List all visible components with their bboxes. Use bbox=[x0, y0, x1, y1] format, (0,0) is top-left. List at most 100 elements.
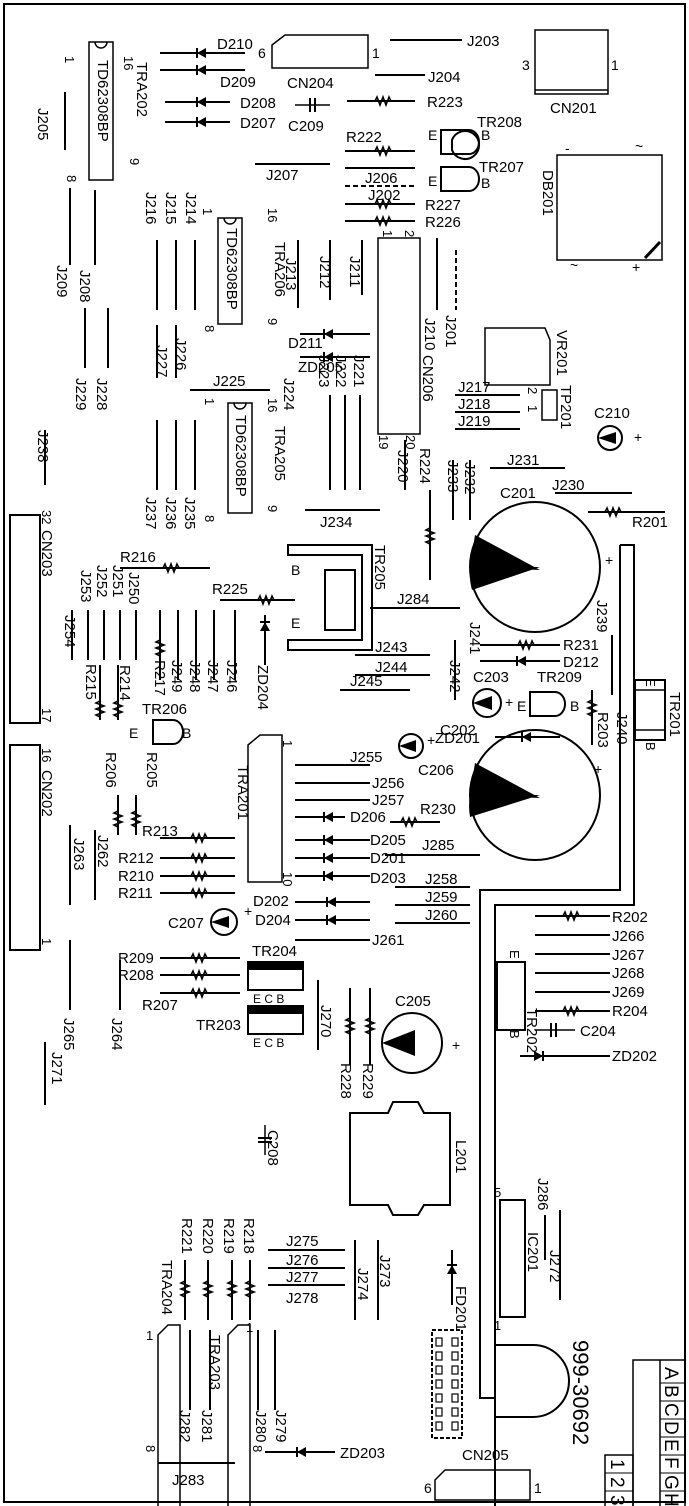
label-j207: J207 bbox=[266, 167, 299, 184]
pin-label: 2 bbox=[525, 387, 540, 394]
pin-label: 6 bbox=[424, 1480, 432, 1496]
label-c204: C204 bbox=[580, 1023, 616, 1040]
pin-label: 17 bbox=[39, 708, 54, 722]
label-j283: J283 bbox=[172, 1472, 205, 1489]
label-j206: J206 bbox=[365, 170, 398, 187]
label-zd203: ZD203 bbox=[340, 1445, 385, 1462]
pin-label: 20 bbox=[403, 435, 418, 449]
grid-letter: H bbox=[660, 1493, 681, 1506]
pin-label: 1 bbox=[202, 398, 217, 405]
label-tr207: TR207 bbox=[479, 159, 524, 176]
pin-label: + bbox=[594, 761, 602, 777]
pin-label: 1 bbox=[62, 56, 77, 63]
pin-label: 8 bbox=[64, 175, 79, 182]
pin-label: E bbox=[507, 950, 522, 959]
grid-letter: C bbox=[660, 1403, 681, 1417]
label-j209: J209 bbox=[53, 265, 70, 298]
label-j270: J270 bbox=[317, 1005, 334, 1038]
grid-number: 2 bbox=[606, 1477, 627, 1488]
label-j203: J203 bbox=[467, 33, 500, 50]
label-j213: J213 bbox=[282, 258, 299, 291]
label-j225: J225 bbox=[213, 373, 246, 390]
label-j222: J222 bbox=[332, 355, 349, 388]
ic-tra206-part: TD62308BP bbox=[223, 228, 240, 310]
board-id: 999-30692 bbox=[568, 1340, 593, 1445]
label-j258: J258 bbox=[425, 871, 458, 888]
label-j242: J242 bbox=[446, 660, 463, 693]
label-j278: J278 bbox=[286, 1290, 319, 1307]
label-j208: J208 bbox=[76, 270, 93, 303]
label-r205: R205 bbox=[143, 752, 160, 788]
pin-label: 1 bbox=[534, 1480, 542, 1496]
label-j275: J275 bbox=[286, 1233, 319, 1250]
pin-label: 1 bbox=[146, 1328, 153, 1343]
label-j239: J239 bbox=[593, 600, 610, 633]
label-r228: R228 bbox=[337, 1063, 354, 1099]
label-j276: J276 bbox=[286, 1252, 319, 1269]
pin-label: + bbox=[427, 732, 435, 748]
label-r203: R203 bbox=[594, 712, 611, 748]
label-j205: J205 bbox=[34, 108, 51, 141]
label-j232: J232 bbox=[461, 462, 478, 495]
label-j280: J280 bbox=[252, 1410, 269, 1443]
label-j220: J220 bbox=[394, 450, 411, 483]
label-j238: J238 bbox=[34, 430, 51, 463]
label-j228: J228 bbox=[93, 378, 110, 411]
pin-label: 8 bbox=[202, 325, 217, 332]
label-r223: R223 bbox=[427, 94, 463, 111]
label-j285: J285 bbox=[422, 837, 455, 854]
grid-letter: B bbox=[660, 1385, 681, 1398]
label-d201: D201 bbox=[370, 850, 406, 867]
ic-tra202-body bbox=[88, 41, 114, 181]
label-j244: J244 bbox=[375, 659, 408, 676]
label-c210: C210 bbox=[594, 405, 630, 422]
label-j224: J224 bbox=[280, 378, 297, 411]
grid-letter: E bbox=[660, 1439, 681, 1452]
label-j216: J216 bbox=[142, 192, 159, 225]
label-r211: R211 bbox=[118, 885, 153, 902]
label-r226: R226 bbox=[425, 214, 461, 231]
ic-tra204-body bbox=[157, 1324, 181, 1506]
sensor-dome bbox=[495, 1344, 570, 1418]
label-j281: J281 bbox=[198, 1410, 215, 1443]
pin-label: 1 bbox=[380, 230, 395, 237]
ic-tra203-body bbox=[227, 1324, 251, 1506]
pin-label: 9 bbox=[127, 158, 142, 165]
label-d212: D212 bbox=[563, 654, 599, 671]
label-j229: J229 bbox=[72, 378, 89, 411]
label-j248: J248 bbox=[186, 660, 203, 693]
label-d203: D203 bbox=[370, 870, 406, 887]
label-j231: J231 bbox=[507, 452, 540, 469]
label-j260: J260 bbox=[425, 907, 458, 924]
pin-label: 8 bbox=[250, 1445, 265, 1452]
label-j210: J210 bbox=[421, 318, 438, 351]
grid-number: 3 bbox=[606, 1495, 627, 1506]
pin-label: 1 bbox=[200, 208, 215, 215]
label-r208: R208 bbox=[118, 967, 154, 984]
connector-cn203 bbox=[9, 514, 41, 724]
label-j267: J267 bbox=[612, 947, 645, 964]
grid-letter: F bbox=[660, 1457, 681, 1469]
label-tra204: TRA204 bbox=[158, 1260, 175, 1315]
label-j261: J261 bbox=[372, 932, 405, 949]
pin-label: + bbox=[244, 903, 252, 919]
label-j211: J211 bbox=[346, 256, 363, 287]
pin-label: 1 bbox=[39, 938, 54, 945]
label-cn201: CN201 bbox=[550, 100, 597, 117]
pin-label: 1 bbox=[246, 1320, 253, 1335]
pin-label: 16 bbox=[39, 748, 54, 762]
pin-label: 32 bbox=[39, 510, 54, 524]
label-j221: J221 bbox=[350, 355, 367, 388]
label-j286: J286 bbox=[534, 1178, 551, 1211]
pin-label: 1 bbox=[372, 45, 380, 61]
label-j234: J234 bbox=[320, 514, 353, 531]
label-j233: J233 bbox=[444, 460, 461, 493]
connector-cn202 bbox=[9, 744, 41, 951]
label-j235: J235 bbox=[181, 497, 198, 530]
ic-tra205-body bbox=[227, 402, 253, 514]
pin-label: 16 bbox=[265, 208, 280, 222]
label-c205: C205 bbox=[395, 993, 431, 1010]
label-r227: R227 bbox=[425, 197, 461, 214]
label-tr209: TR209 bbox=[537, 669, 582, 686]
pin-label: 5 bbox=[494, 1185, 501, 1200]
